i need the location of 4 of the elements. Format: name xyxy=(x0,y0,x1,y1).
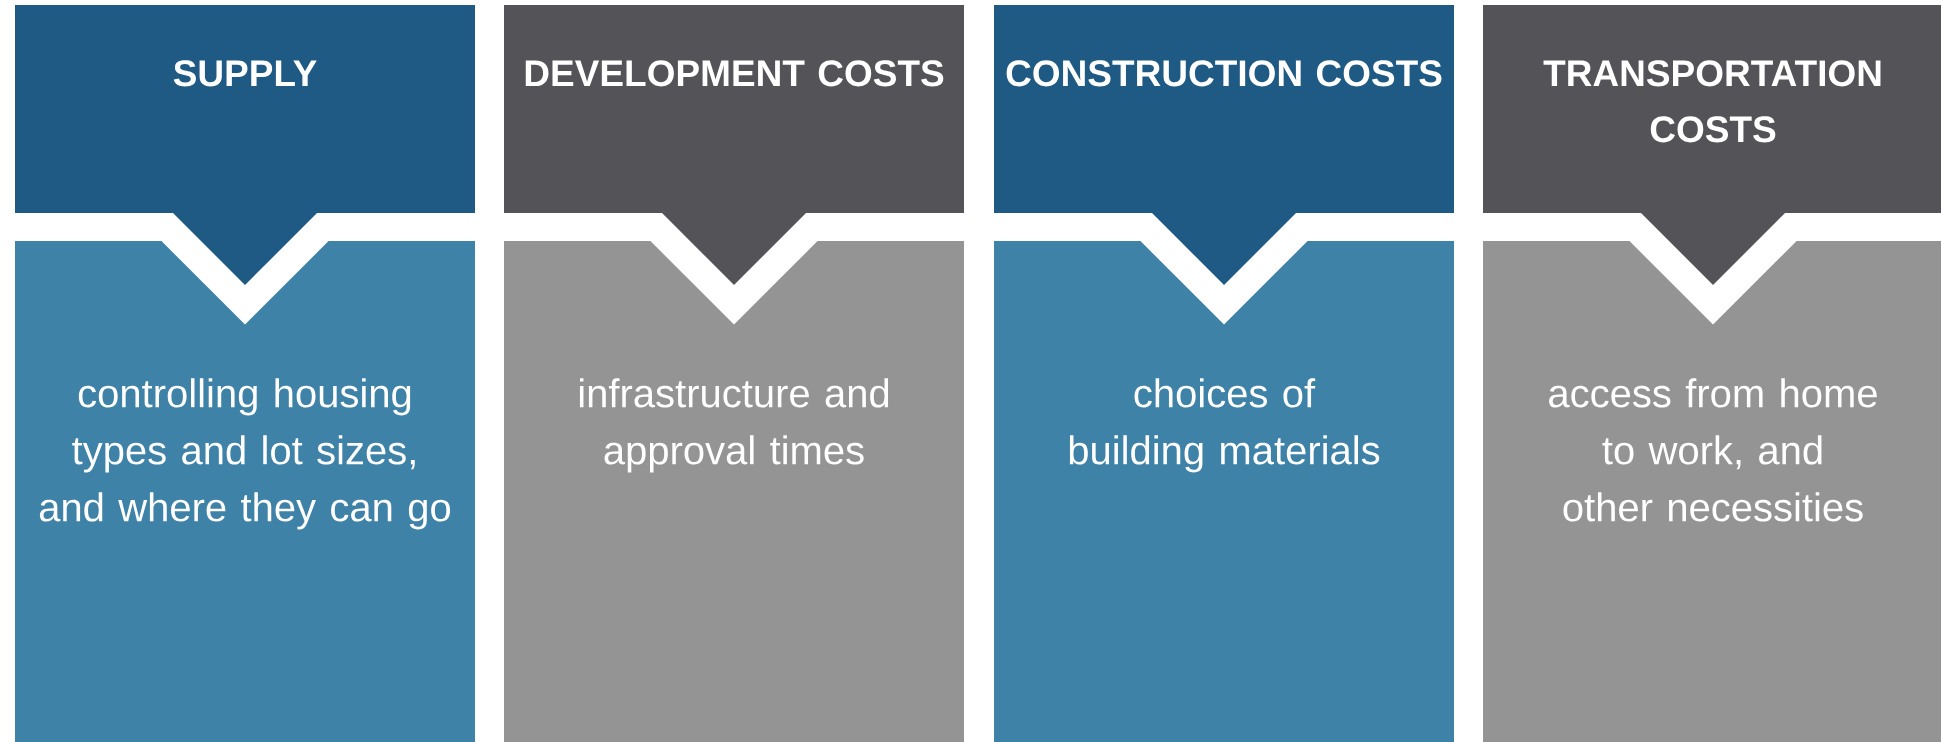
text-panel: controlling housing types and lot sizes, and where they can go xyxy=(15,241,475,742)
text-panel: access from home to work, and other necessities xyxy=(1483,241,1941,742)
text-panel: choices of building materials xyxy=(994,241,1454,742)
text-panel: infrastructure and approval times xyxy=(504,241,964,742)
